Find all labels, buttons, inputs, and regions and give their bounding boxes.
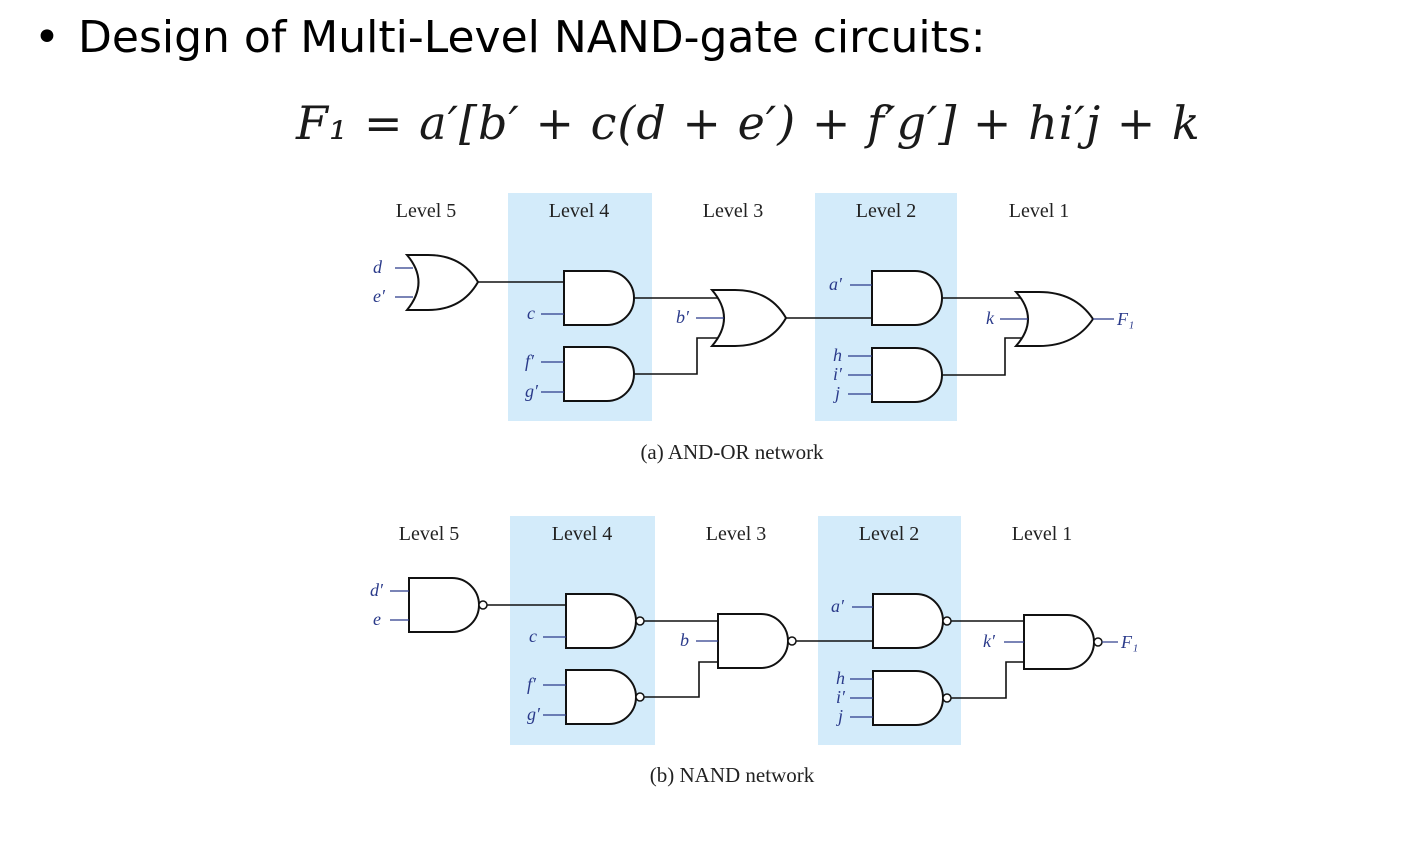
level-label: Level 4 [549, 200, 610, 222]
level-label: Level 4 [552, 523, 613, 545]
nand-gate [408, 577, 480, 633]
input-i: i′ [836, 687, 846, 707]
bullet: • [34, 12, 60, 63]
or-gate [709, 289, 788, 347]
nand-network: Level 5 Level 4 Level 3 Level 2 Level 1 … [370, 516, 1138, 787]
input-f: f′ [527, 674, 537, 694]
or-gate [1013, 291, 1095, 347]
level-label: Level 1 [1012, 523, 1073, 545]
input-a: a′ [831, 596, 845, 616]
input-c: c [529, 626, 537, 646]
nand-gate [565, 593, 637, 649]
or-gate [404, 254, 480, 311]
nand-gate [565, 669, 637, 725]
input-k: k′ [983, 631, 996, 651]
level-label: Level 1 [1009, 200, 1070, 222]
input-h: h [833, 345, 842, 365]
input-d: d [373, 257, 383, 277]
input-c: c [527, 303, 535, 323]
caption-and-or: (a) AND-OR network [640, 440, 824, 464]
output-f1: F₁ [1120, 632, 1138, 652]
input-h: h [836, 668, 845, 688]
inversion-bubble [942, 693, 952, 703]
inversion-bubble [635, 692, 645, 702]
and-gate [871, 270, 943, 326]
level-label: Level 5 [396, 200, 457, 222]
and-gate [563, 346, 635, 402]
level-label: Level 3 [703, 200, 764, 222]
input-d: d′ [370, 580, 384, 600]
input-j: j [833, 383, 840, 403]
and-gate [871, 347, 943, 403]
nand-gate [717, 613, 789, 669]
input-i: i′ [833, 364, 843, 384]
input-g: g′ [525, 381, 539, 401]
inversion-bubble [635, 616, 645, 626]
level-label: Level 2 [856, 200, 917, 222]
inversion-bubble [1093, 637, 1103, 647]
level-label: Level 5 [399, 523, 460, 545]
level-label: Level 2 [859, 523, 920, 545]
input-a: a′ [829, 274, 843, 294]
caption-nand: (b) NAND network [650, 763, 815, 787]
slide-heading: Design of Multi-Level NAND-gate circuits… [78, 12, 986, 63]
input-g: g′ [527, 704, 541, 724]
nand-gate [1023, 614, 1095, 670]
nand-gate [872, 670, 944, 726]
input-j: j [836, 706, 843, 726]
and-gate [563, 270, 635, 326]
input-b: b [680, 630, 689, 650]
input-b: b′ [676, 307, 690, 327]
input-k: k [986, 308, 995, 328]
input-f: f′ [525, 351, 535, 371]
and-or-network: Level 5 Level 4 Level 3 Level 2 Level 1 … [373, 193, 1134, 464]
inversion-bubble [942, 616, 952, 626]
input-e: e′ [373, 286, 386, 306]
output-f1: F₁ [1116, 309, 1134, 329]
inversion-bubble [787, 636, 797, 646]
level-label: Level 3 [706, 523, 767, 545]
boolean-formula: F₁ = a′[b′ + c(d + e′) + f′g′] + hi′j + … [296, 96, 1201, 150]
input-e: e [373, 609, 381, 629]
nand-gate [872, 593, 944, 649]
inversion-bubble [478, 600, 488, 610]
